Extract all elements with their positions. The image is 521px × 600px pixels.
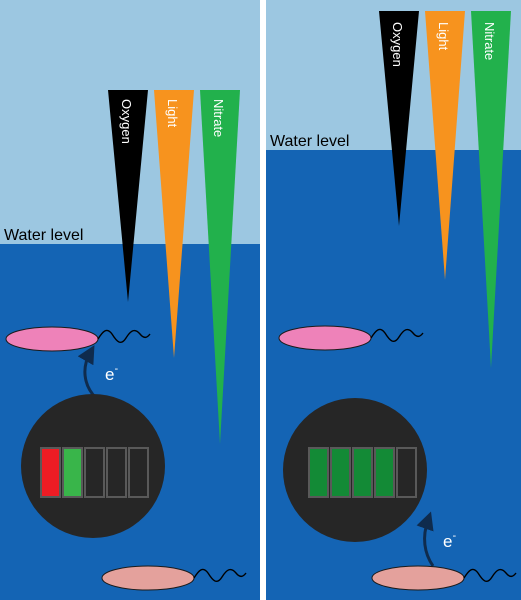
left-battery-cell-1 [40, 447, 61, 498]
left-bottom-bacterium [101, 565, 195, 591]
right-battery-cell-4 [374, 447, 395, 498]
right-battery-cell-5 [396, 447, 417, 498]
right-oxygen-label: Oxygen [390, 22, 405, 67]
left-battery-cell-5 [128, 447, 149, 498]
right-battery-cell-2 [330, 447, 351, 498]
left-battery-cells [40, 447, 149, 498]
right-nitrate-wedge [471, 11, 511, 368]
right-electron-label: e- [443, 530, 456, 551]
right-top-bacterium [278, 325, 372, 351]
left-light-wedge [154, 90, 194, 358]
right-battery-cells [308, 447, 417, 498]
left-battery-cell-4 [106, 447, 127, 498]
left-electron-label: e- [105, 363, 118, 384]
right-battery-cell-3 [352, 447, 373, 498]
left-light-label: Light [165, 99, 180, 128]
right-panel: Water level Oxygen Light Nitrate e- [266, 0, 521, 600]
left-battery-body [21, 394, 165, 538]
right-battery-cell-1 [308, 447, 329, 498]
left-nitrate-wedge [200, 90, 240, 444]
left-top-bacterium [5, 326, 99, 352]
left-bottom-bacterium-flagellum [193, 568, 247, 583]
right-bottom-bacterium-flagellum [463, 568, 517, 583]
left-water-level-label: Water level [4, 227, 83, 244]
right-top-bacterium-flagellum [370, 328, 424, 343]
left-panel: Water level Oxygen Light Nitrate e- [0, 0, 260, 600]
left-top-bacterium-flagellum [97, 329, 151, 344]
right-nitrate-label: Nitrate [482, 22, 497, 60]
right-light-wedge [425, 11, 465, 280]
right-oxygen-wedge [379, 11, 419, 226]
left-oxygen-label: Oxygen [119, 99, 134, 144]
right-light-label: Light [436, 22, 451, 51]
left-battery-cell-3 [84, 447, 105, 498]
panel-divider [260, 0, 266, 600]
left-nitrate-label: Nitrate [211, 99, 226, 137]
right-electron-arrow [416, 511, 435, 567]
right-bottom-bacterium [371, 565, 465, 591]
left-battery-cell-2 [62, 447, 83, 498]
right-water-level-label: Water level [270, 133, 349, 150]
left-oxygen-wedge [108, 90, 148, 302]
